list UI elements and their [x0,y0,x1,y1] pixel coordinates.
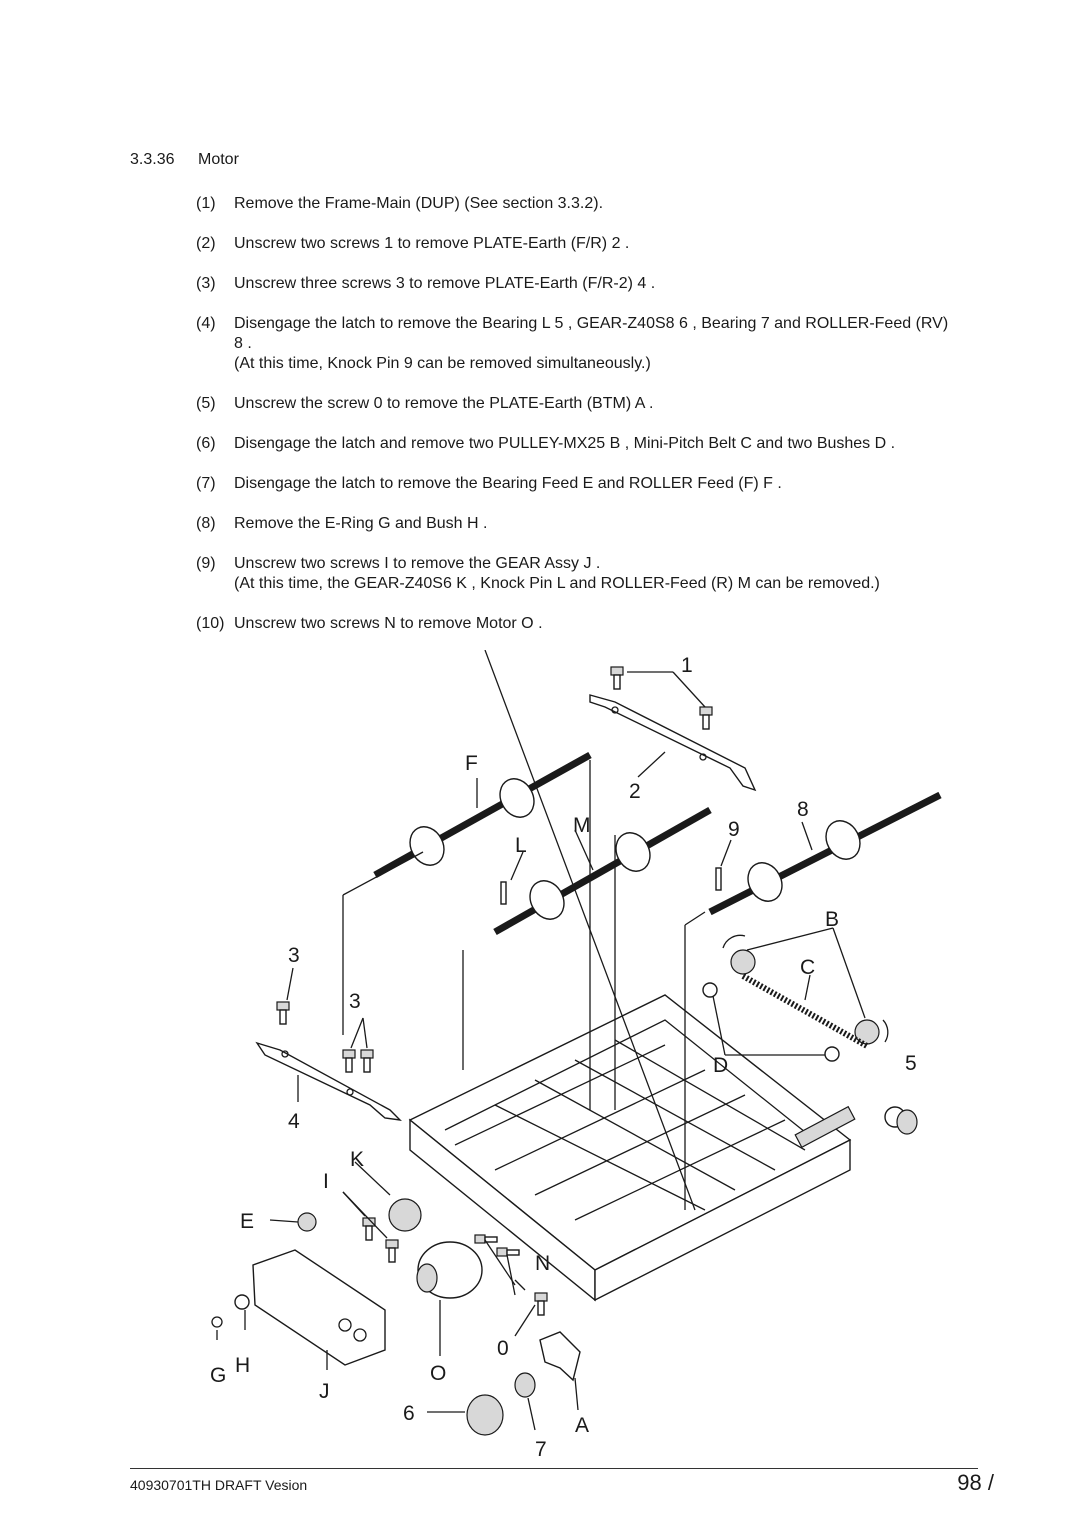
step-7: (7) Disengage the latch to remove the Bea… [196,474,956,494]
callout-b: B [825,908,839,931]
step-number: (8) [196,515,216,532]
callout-h: H [235,1354,250,1377]
callout-g: G [210,1364,226,1387]
plate-earth-fr [589,694,757,792]
step-10: (10) Unscrew two screws N to remove Motor… [196,614,956,634]
roller-feed-f [373,751,592,879]
callout-1: 1 [681,654,693,677]
screw-3a [276,1001,290,1025]
footer-rule [130,1468,978,1469]
plate-earth-btm [539,1331,581,1382]
knock-pin-9 [715,867,722,891]
bush-h [234,1294,250,1310]
step-6: (6) Disengage the latch and remove two PU… [196,434,956,454]
footer-document-id: 40930701TH DRAFT Vesion [130,1477,308,1493]
frame-main [408,650,856,1302]
screw-na [474,1234,498,1244]
callout-f: F [465,752,478,775]
callout-0: 0 [497,1337,509,1360]
screw-1b [699,706,713,730]
step-9: (9) Unscrew two screws I to remove the GE… [196,554,956,594]
callout-8: 8 [797,798,809,821]
step-number: (5) [196,395,216,412]
step-4: (4) Disengage the latch to remove the Bea… [196,314,956,374]
callout-l: L [515,834,527,857]
step-note: (At this time, the GEAR-Z40S6 K , Knock … [234,575,880,592]
callout-c: C [800,956,815,979]
callout-5: 5 [905,1052,917,1075]
e-ring [211,1316,223,1328]
step-text: Remove the Frame-Main (DUP) (See section… [234,195,604,212]
callout-2: 2 [629,780,641,803]
exploded-view-figure: 1 2 3 3 4 5 6 7 8 9 0 A B C D E F G H I … [195,650,955,1470]
step-text: Unscrew two screws N to remove Motor O . [234,615,543,632]
step-text: Unscrew three screws 3 to remove PLATE-E… [234,275,656,292]
callout-d: D [713,1054,728,1077]
step-5: (5) Unscrew the screw 0 to remove the PLA… [196,394,956,414]
step-text: Disengage the latch to remove the Bearin… [234,475,782,492]
bearing-feed [297,1212,317,1232]
callout-j: J [319,1380,330,1403]
screw-1a [610,666,624,690]
pulley-belt-assembly [702,934,906,1128]
leader-lines [216,671,866,1431]
procedure-steps: (1) Remove the Frame-Main (DUP) (See sect… [196,194,956,654]
callout-k: K [350,1148,364,1171]
step-number: (2) [196,235,216,252]
gear-z40s8 [466,1394,504,1436]
step-3: (3) Unscrew three screws 3 to remove PLAT… [196,274,956,294]
step-number: (3) [196,275,216,292]
step-1: (1) Remove the Frame-Main (DUP) (See sect… [196,194,956,214]
callout-9: 9 [728,818,740,841]
step-text: Remove the E-Ring G and Bush H . [234,515,488,532]
step-2: (2) Unscrew two screws 1 to remove PLATE-… [196,234,956,254]
roller-feed-r [493,806,712,936]
step-number: (1) [196,195,216,212]
callout-6: 6 [403,1402,415,1425]
step-text: Unscrew two screws 1 to remove PLATE-Ear… [234,235,630,252]
step-text: Unscrew the screw 0 to remove the PLATE-… [234,395,654,412]
bearing-l [896,1109,918,1135]
callout-3b: 3 [349,990,361,1013]
bearing-7 [514,1372,536,1398]
callout-n: N [535,1252,550,1275]
section-number: 3.3.36 [130,151,175,168]
step-number: (10) [196,615,225,632]
callout-3a: 3 [288,944,300,967]
step-number: (6) [196,435,216,452]
callout-e: E [240,1210,254,1233]
callout-a: A [575,1414,589,1437]
step-number: (4) [196,315,216,332]
screw-ib [385,1239,399,1263]
knock-pin-l [500,881,507,905]
exploded-view-drawing: 1 2 3 3 4 5 6 7 8 9 0 A B C D E F G H I … [210,650,942,1461]
step-note: (At this time, Knock Pin 9 can be remove… [234,355,651,372]
step-number: (7) [196,475,216,492]
step-text: Disengage the latch to remove the Bearin… [234,315,949,352]
section-heading: 3.3.36 Motor [130,151,239,169]
callout-4: 4 [288,1110,300,1133]
section-title: Motor [198,151,239,168]
step-number: (9) [196,555,216,572]
callout-o: O [430,1362,446,1385]
screw-3c [360,1049,374,1073]
step-text: Disengage the latch and remove two PULLE… [234,435,896,452]
screw-3b [342,1049,356,1073]
screw-nb [496,1247,520,1257]
step-8: (8) Remove the E-Ring G and Bush H . [196,514,956,534]
screw-0 [534,1292,548,1316]
motor [416,1241,483,1299]
step-text: Unscrew two screws I to remove the GEAR … [234,555,601,572]
callout-m: M [573,814,591,837]
footer-page-number: 98 / [957,1470,994,1495]
callout-i: I [323,1170,329,1193]
gear-assy [252,1198,422,1366]
roller-feed-rv [708,791,942,916]
plate-earth-fr2 [255,1041,402,1121]
screw-ia [362,1217,376,1241]
callout-7: 7 [535,1438,547,1461]
